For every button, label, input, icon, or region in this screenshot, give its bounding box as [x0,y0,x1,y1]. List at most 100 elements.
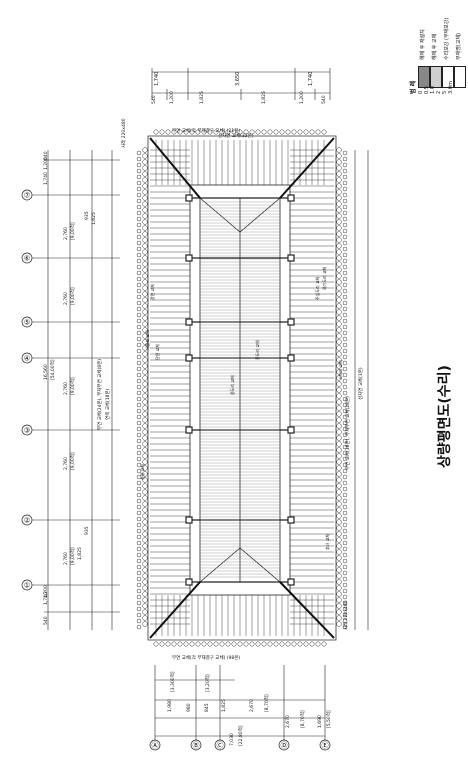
top-note: 부연 교체(각 부재결구 교체) (21본) [172,129,241,134]
svg-text:Ⓒ: Ⓒ [217,742,224,750]
bottom-dim: [3,300척] [171,671,176,692]
left-note-2: 연목 교체(18본) [106,388,111,420]
left-dim: 1,825 [78,547,83,560]
row-marker: Ⓒ [214,739,226,751]
bottom-dim: [3,20척] [206,674,211,692]
top-dim: 1,825 [200,91,205,104]
label-jangyeon: 장연 교체 [150,284,155,300]
left-dim: 2,760 [64,382,69,395]
top-dim: 1,200 [170,91,175,104]
legend-swatch [454,66,466,88]
top-note-2: 선자연 교체(32본) [218,134,254,139]
top-dimension-group [151,68,331,100]
bottom-dim: [8,70척] [301,710,306,728]
left-dim: [54,00척] [51,359,56,380]
legend-item-label: 수리보강 (부재보강) [444,17,450,60]
left-dim: 1,740 [44,172,49,185]
corner-bl: 사래 220x480 [344,600,349,630]
svg-text:⑤: ⑤ [24,319,30,327]
bay-marker: ⑦ [21,189,33,201]
svg-text:②: ② [24,517,30,525]
left-dim: 540 [44,616,49,625]
bay-marker: ① [21,579,33,591]
top-dim: 1,740 [308,71,314,86]
left-note: 부연 교체(24본), 부재부연 교체(8본) [98,358,103,430]
legend-item-label: 해체 후 재설치 [420,29,426,60]
left-dim: 1,625 [92,212,97,225]
right-note: 부연 교체(38본), 부재부연 교체(28본) [346,396,351,470]
drawing-title: 상량평면도(수리) [437,365,453,468]
left-dim: 2,760 [64,457,69,470]
bottom-dim: 2,670 [286,715,291,728]
label-chunyeo: 추녀 교체 [325,534,330,550]
left-dim: [9,00척] [71,547,76,565]
bottom-dim: 845 [205,703,210,712]
bottom-dim: 7,030 [230,733,235,746]
left-dimension-group [44,150,120,630]
top-dim: 1,740 [154,71,160,86]
row-axis-markers: Ⓐ Ⓑ Ⓒ Ⓓ Ⓔ [149,739,331,751]
bottom-dimension-group [154,665,326,740]
row-marker: Ⓓ [278,739,290,751]
top-dim: 540 [152,95,157,104]
rafter-end-circles [136,129,348,647]
label-oegidori: 외기도리 교체 [322,266,327,290]
left-dim: [9,00척] [71,452,76,470]
left-dim: [9,00척] [71,287,76,305]
bottom-note: 부연 교체(각 부재결구 교체) (98본) [172,656,241,661]
label-jongdori: 종도리 교체 [255,340,260,360]
bay-axis-markers: ① ② ③ ④ ⑤ ⑥ ⑦ [21,189,44,591]
legend-swatch [430,66,442,88]
label-daedeulbo: 대들보 교체 [145,330,150,350]
top-dim: 3,650 [235,71,241,86]
bay-marker: ④ [21,352,33,364]
purlin-frame [189,184,291,596]
top-dim: 540 [322,95,327,104]
svg-text:Ⓓ: Ⓓ [281,742,288,750]
legend-item-label: 부재명(교체) [456,33,462,60]
left-dim: 1,200 [44,157,49,170]
svg-text:Ⓔ: Ⓔ [322,742,329,750]
bottom-dim: 1,980 [168,699,173,712]
row-marker: Ⓐ [149,739,161,751]
legend-swatch [418,66,430,88]
label-danyeon: 단연 교체 [155,344,160,360]
bay-marker: ② [21,514,33,526]
row-marker: Ⓑ [190,739,202,751]
left-dim: 935 [85,526,90,535]
svg-text:④: ④ [24,355,30,363]
label-chungryang: 충량 교체 [140,464,145,480]
left-dim: 2,760 [64,227,69,240]
rafter-hatch [150,140,334,636]
left-dim: 1,200 [44,585,49,598]
left-dim: [9,00척] [71,377,76,395]
inner-rafters [200,201,280,578]
legend-item-label: 해체 후 교체 [432,33,438,60]
left-dim: 2,760 [64,552,69,565]
eaves-outline [147,135,337,641]
legend-swatch [442,66,454,88]
label-jungdori: 중도리 교체 [230,375,235,395]
bottom-dim: 980 [187,703,192,712]
svg-text:③: ③ [24,427,30,435]
top-dim: 1,825 [262,91,267,104]
bay-marker: ⑥ [21,252,33,264]
left-dim: 935 [85,211,90,220]
bay-marker: ⑤ [21,316,33,328]
left-dim: 2,760 [64,292,69,305]
label-jusimdori: 주심도리 교체 [315,276,320,300]
left-dim: 16,560 [44,364,49,380]
svg-text:Ⓑ: Ⓑ [193,742,200,750]
bottom-dim: [5,50척] [327,710,332,728]
hip-rafters [149,137,335,639]
left-dim: [9,00척] [71,222,76,240]
bottom-dim: 1,690 [318,715,323,728]
svg-text:Ⓐ: Ⓐ [152,742,159,750]
right-note-lines [354,150,369,630]
legend-title: 범 례 [410,80,417,94]
svg-text:①: ① [24,582,30,590]
svg-text:⑥: ⑥ [24,255,30,263]
bottom-dim: [22,80척] [239,725,244,746]
